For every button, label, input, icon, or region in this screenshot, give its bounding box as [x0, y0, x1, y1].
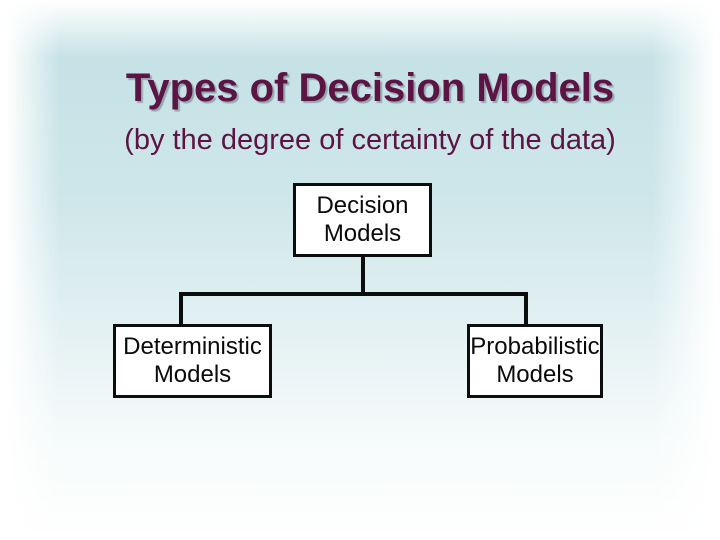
connector-right-stem: [524, 294, 528, 326]
org-node-probabilistic-models: Probabilistic Models: [467, 324, 603, 398]
node-label-line: Models: [323, 220, 402, 247]
node-label-line: Probabilistic: [470, 333, 600, 360]
node-label-line: Decision: [316, 192, 409, 219]
node-label-line: Deterministic: [123, 333, 262, 360]
node-label-line: Models: [496, 361, 574, 388]
connector-crossbar: [179, 292, 528, 296]
slide-subtitle: (by the degree of certainty of the data): [124, 124, 616, 156]
slide-title: Types of Decision Models: [125, 66, 615, 110]
node-label-line: Models: [153, 361, 232, 388]
connector-left-stem: [179, 294, 183, 326]
org-node-decision-models: Decision Models: [293, 183, 432, 257]
connector-root-stem: [361, 255, 365, 294]
org-node-deterministic-models: Deterministic Models: [113, 324, 272, 398]
